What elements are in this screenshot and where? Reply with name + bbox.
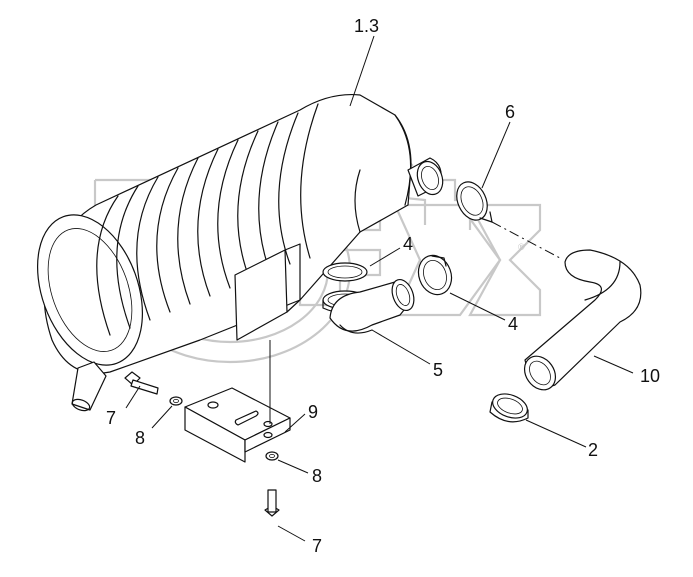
housing-ribs <box>96 103 319 336</box>
callout-8-lower: 8 <box>312 466 322 486</box>
air-filter-housing <box>36 93 444 412</box>
washer-part-8-lower <box>265 451 279 461</box>
intake-hose-part-10 <box>523 249 642 391</box>
callout-4-upper: 4 <box>403 234 413 254</box>
callout-5: 5 <box>433 360 443 380</box>
callout-6: 6 <box>505 102 515 122</box>
svg-text:®: ® <box>518 242 525 252</box>
clamp-part-2 <box>489 393 529 423</box>
callout-7-lower: 7 <box>312 536 322 556</box>
leader-lines <box>125 35 634 542</box>
clamp-part-4-right <box>417 254 453 296</box>
bracket-part-9 <box>184 387 291 463</box>
washer-part-8-upper <box>169 396 183 406</box>
callout-labels: 1.3 6 4 4 5 10 2 7 8 9 8 7 <box>106 16 660 556</box>
bolt-part-7-upper <box>124 371 159 395</box>
callout-2: 2 <box>588 440 598 460</box>
callout-1-3: 1.3 <box>354 16 379 36</box>
callout-8-upper: 8 <box>135 428 145 448</box>
elbow-hose-part-5 <box>329 278 415 334</box>
bolt-part-7-lower <box>264 489 280 517</box>
callout-9: 9 <box>308 402 318 422</box>
clamp-part-6 <box>456 181 493 223</box>
callout-10: 10 <box>640 366 660 386</box>
callout-4-right: 4 <box>508 314 518 334</box>
callout-7-upper: 7 <box>106 408 116 428</box>
